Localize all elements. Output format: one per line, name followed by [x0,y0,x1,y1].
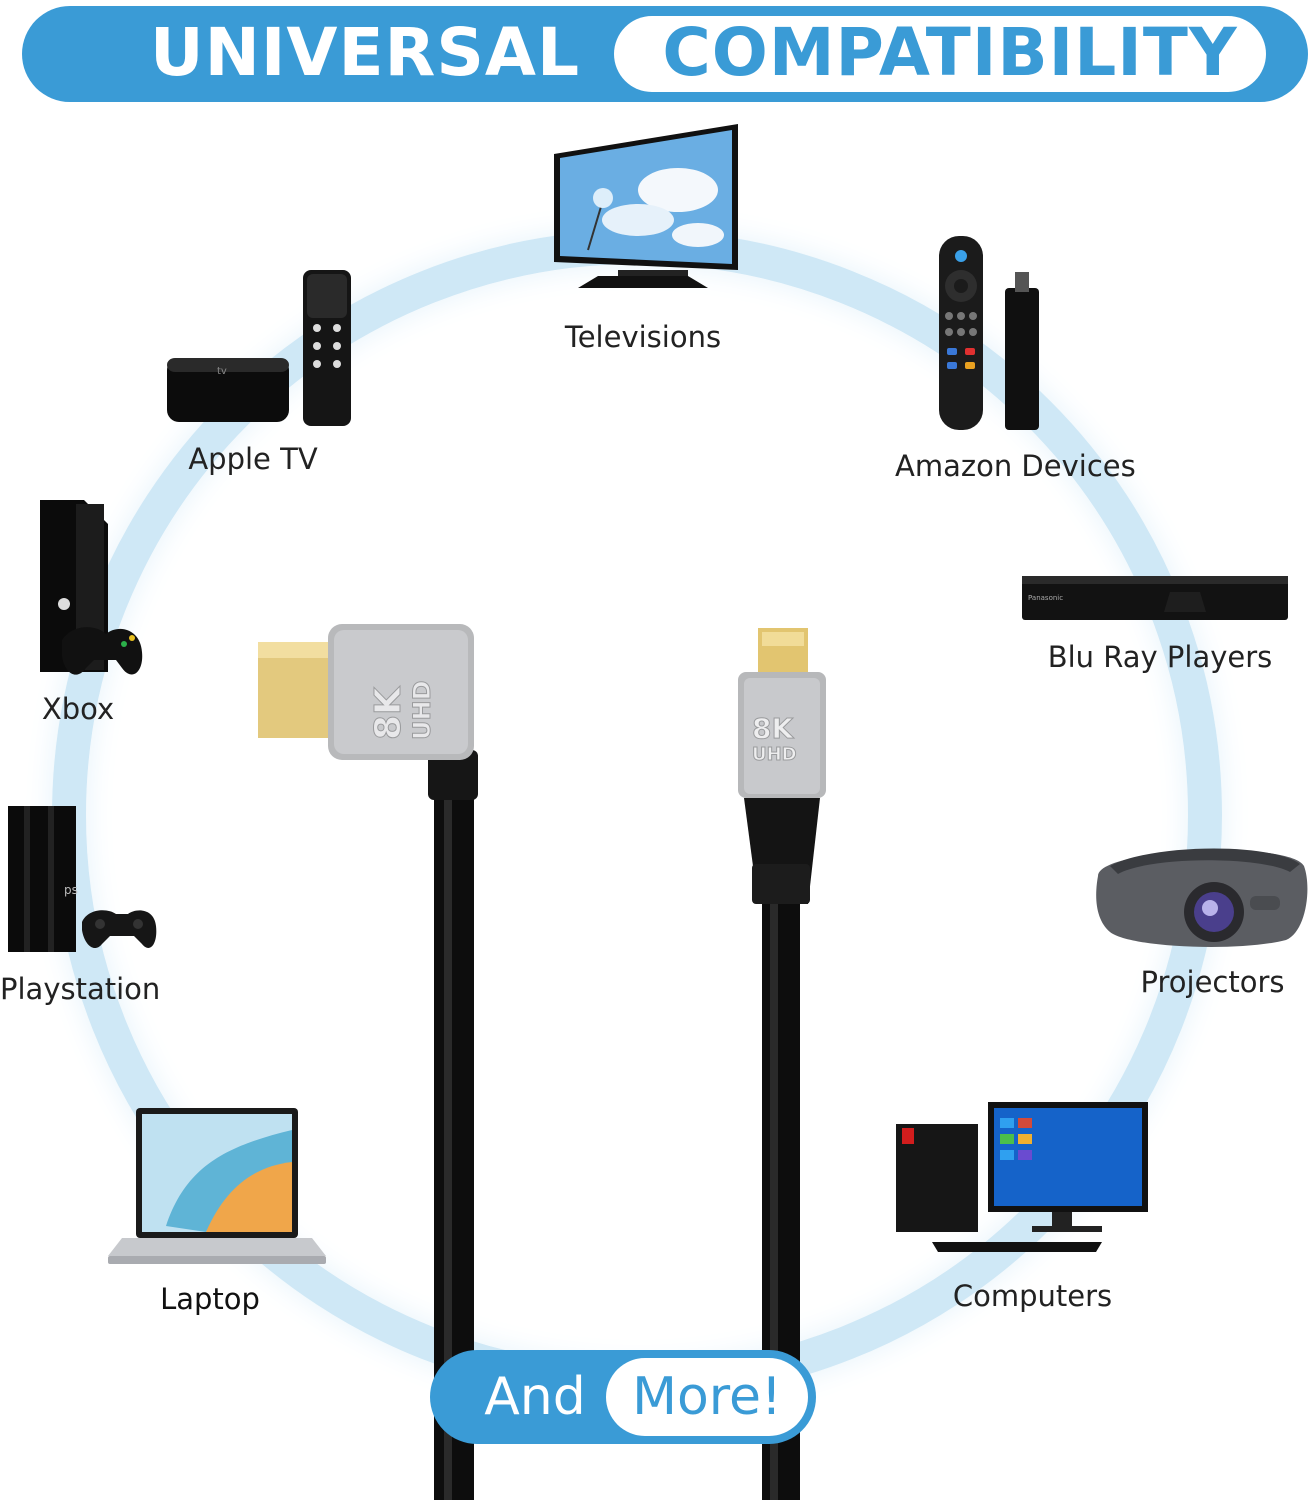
label-xbox: Xbox [41,692,115,726]
label-playstation: Playstation [0,972,161,1006]
svg-text:Panasonic: Panasonic [1028,594,1063,602]
label-projectors: Projectors [1140,965,1285,999]
badge-uhd-right: UHD [752,744,797,765]
title-compatibility: COMPATIBILITY [662,14,1238,91]
title-universal: UNIVERSAL [150,14,581,91]
badge-uhd-left: UHD [408,681,436,741]
label-computers: Computers [952,1279,1113,1313]
and-more-left-text: And [484,1367,586,1427]
computer-icon [896,1102,1148,1252]
label-apple-tv: Apple TV [188,442,318,476]
television-icon [554,124,738,288]
and-more-inner-pill [606,1358,808,1436]
label-laptop: Laptop [160,1282,260,1316]
title-banner-pill [614,16,1266,92]
blu-ray-player-icon: Panasonic [1022,576,1288,620]
badge-8k-left: 8K [368,686,409,740]
badge-8k-right: 8K [752,712,794,745]
label-amazon-devices: Amazon Devices [895,449,1136,483]
and-more-right-text: More! [632,1367,782,1427]
apple-tv-icon: tv [167,270,351,426]
amazon-fire-tv-icon [939,236,1039,430]
playstation-icon: ps [8,806,157,952]
laptop-icon [108,1108,326,1264]
xbox-icon [40,500,143,675]
label-blu-ray-players: Blu Ray Players [1047,640,1273,674]
label-televisions: Televisions [564,320,722,354]
svg-text:ps: ps [64,883,78,897]
projector-icon [1096,848,1308,947]
svg-text:tv: tv [217,366,227,377]
